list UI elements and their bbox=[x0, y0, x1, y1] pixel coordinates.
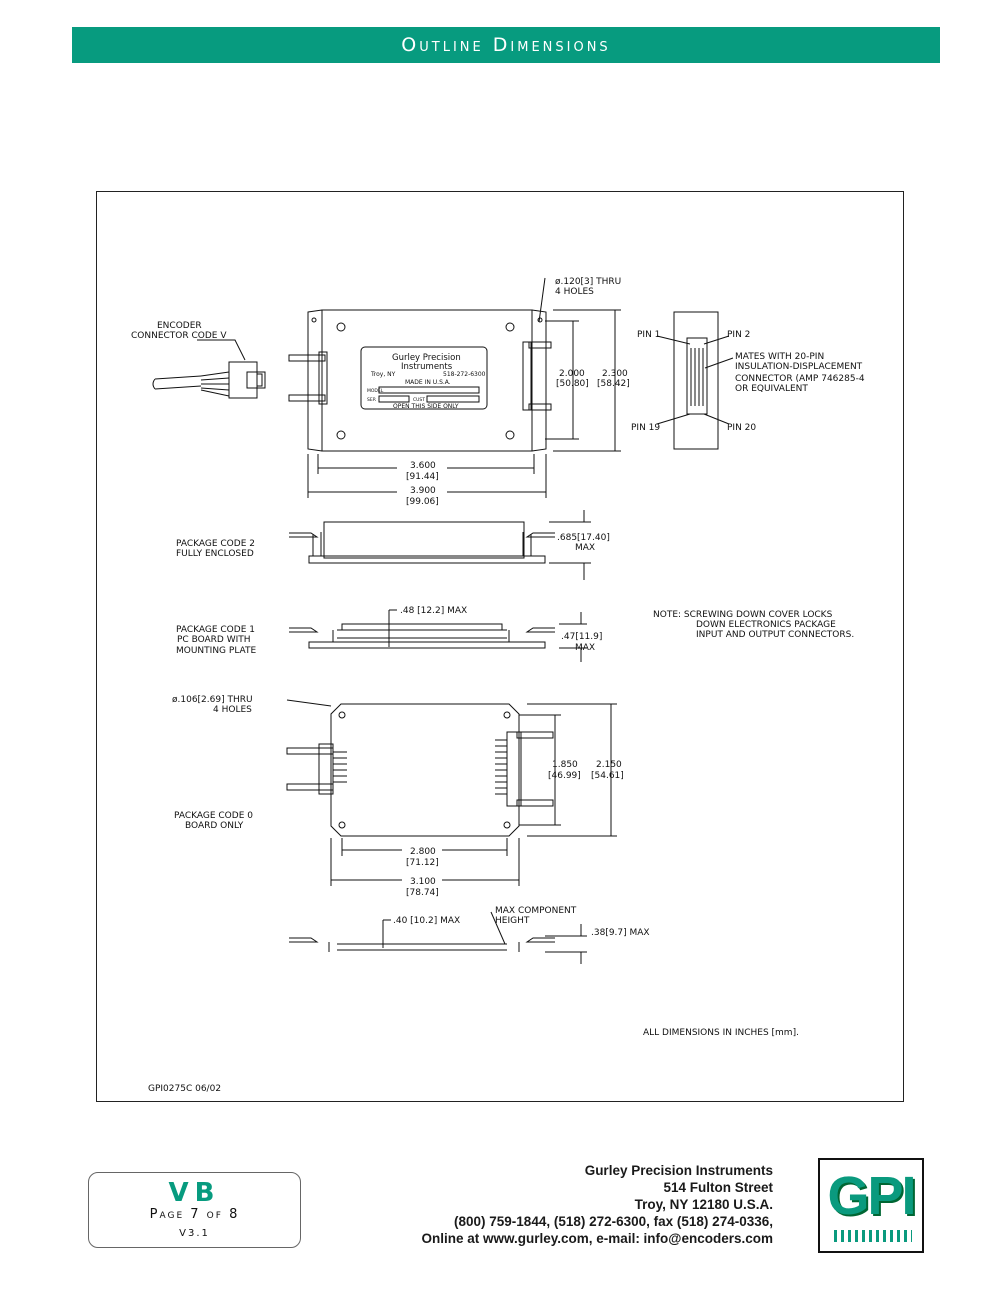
badge-page-number: Page 7 of 8 bbox=[149, 1207, 240, 1222]
company-city: Troy, NY 12180 U.S.A. bbox=[634, 1197, 773, 1212]
package-0-side-view bbox=[289, 911, 587, 964]
nameplate-made-in: MADE IN U.S.A. bbox=[405, 379, 451, 386]
dim-2000-mm: [50.80] bbox=[556, 379, 589, 389]
mates-line-3: CONNECTOR (AMP 746285-4 bbox=[735, 374, 865, 384]
package-1-side-view bbox=[289, 609, 587, 662]
company-street: 514 Fulton Street bbox=[663, 1180, 773, 1195]
dim-3900-mm: [99.06] bbox=[406, 497, 439, 507]
top-view-dims-horizontal bbox=[307, 454, 547, 498]
company-phones: (800) 759-1844, (518) 272-6300, fax (518… bbox=[454, 1214, 773, 1229]
outline-drawing: Gurley Precision Instruments Troy, NY 51… bbox=[96, 191, 904, 1102]
drawing-id: GPI0275C 06/02 bbox=[148, 1084, 221, 1094]
dim-3600: 3.600 bbox=[410, 461, 436, 471]
logo-bars bbox=[834, 1230, 912, 1242]
note-line-1: NOTE: SCREWING DOWN COVER LOCKS bbox=[653, 610, 833, 620]
package-1-dim-side: .47[11.9] bbox=[561, 632, 602, 642]
pin-2-label: PIN 2 bbox=[727, 330, 750, 340]
note-line-2: DOWN ELECTRONICS PACKAGE bbox=[696, 620, 836, 630]
badge-model: VB bbox=[168, 1178, 221, 1208]
hole-leader bbox=[538, 277, 546, 323]
model-badge: VB Page 7 of 8 V3.1 bbox=[88, 1172, 301, 1248]
page-header-bar: Outline Dimensions bbox=[72, 27, 940, 63]
nameplate-brand-1: Gurley Precision bbox=[392, 353, 461, 363]
package-0-hole-label-2: 4 HOLES bbox=[213, 705, 252, 715]
encoder-label-1: ENCODER bbox=[157, 321, 202, 331]
side-0-dim-top: .40 [10.2] MAX bbox=[393, 916, 460, 926]
company-online: Online at www.gurley.com, e-mail: info@e… bbox=[421, 1231, 773, 1246]
nameplate-phone: 518-272-6300 bbox=[443, 371, 486, 378]
drawing-canvas: Gurley Precision Instruments Troy, NY 51… bbox=[131, 277, 865, 1094]
dim-2800: 2.800 bbox=[410, 847, 436, 857]
dim-3900: 3.900 bbox=[410, 486, 436, 496]
company-name: Gurley Precision Instruments bbox=[584, 1163, 773, 1178]
package-2-label-2: FULLY ENCLOSED bbox=[176, 549, 254, 559]
dim-2150-mm: [54.61] bbox=[591, 771, 624, 781]
gpi-logo: GPI bbox=[818, 1158, 924, 1253]
package-2-dim: .685[17.40] bbox=[557, 533, 610, 543]
mates-line-2: INSULATION-DISPLACEMENT bbox=[735, 362, 863, 372]
hole-label-1: ø.120[3] THRU bbox=[555, 277, 621, 287]
nameplate-ser: SER bbox=[367, 397, 376, 403]
dim-3100-mm: [78.74] bbox=[406, 888, 439, 898]
mates-line-4: OR EQUIVALENT bbox=[735, 384, 808, 394]
nameplate-open: OPEN THIS SIDE ONLY bbox=[393, 403, 459, 410]
dim-1850-mm: [46.99] bbox=[548, 771, 581, 781]
pin-1-label: PIN 1 bbox=[637, 330, 660, 340]
company-contact: Gurley Precision Instruments 514 Fulton … bbox=[353, 1162, 773, 1247]
package-0-label-2: BOARD ONLY bbox=[185, 821, 244, 831]
encoder-connector bbox=[152, 339, 266, 399]
package-0-hole-label-1: ø.106[2.69] THRU bbox=[172, 695, 253, 705]
pin-20-label: PIN 20 bbox=[727, 423, 756, 433]
max-component-2: HEIGHT bbox=[495, 916, 530, 926]
package-1-label-1: PACKAGE CODE 1 bbox=[176, 625, 255, 635]
dim-2300: 2.300 bbox=[602, 369, 628, 379]
encoder-label-2: CONNECTOR CODE V bbox=[131, 331, 227, 341]
top-view-dims-vertical bbox=[545, 309, 621, 452]
nameplate-model: MODEL bbox=[367, 388, 384, 394]
nameplate-brand-2: Instruments bbox=[401, 362, 453, 372]
package-2-label-1: PACKAGE CODE 2 bbox=[176, 539, 255, 549]
nameplate-cust: CUST bbox=[413, 397, 425, 403]
package-0-label-1: PACKAGE CODE 0 bbox=[174, 811, 253, 821]
note-line-3: INPUT AND OUTPUT CONNECTORS. bbox=[696, 630, 854, 640]
hole-label-2: 4 HOLES bbox=[555, 287, 594, 297]
dim-2800-mm: [71.12] bbox=[406, 858, 439, 868]
package-2-dim-max: MAX bbox=[575, 543, 595, 553]
dim-2000: 2.000 bbox=[559, 369, 585, 379]
dim-3100: 3.100 bbox=[410, 877, 436, 887]
top-view-housing bbox=[288, 309, 552, 452]
package-1-dim-top: .48 [12.2] MAX bbox=[400, 606, 467, 616]
logo-text: GPI bbox=[827, 1166, 916, 1226]
nameplate-city: Troy, NY bbox=[370, 371, 396, 378]
mates-line-1: MATES WITH 20-PIN bbox=[735, 352, 824, 362]
side-0-dim-side: .38[9.7] MAX bbox=[591, 928, 650, 938]
dim-2300-mm: [58.42] bbox=[597, 379, 630, 389]
page-title: Outline Dimensions bbox=[401, 34, 611, 56]
max-component-1: MAX COMPONENT bbox=[495, 906, 577, 916]
package-1-label-3: MOUNTING PLATE bbox=[176, 646, 256, 656]
package-1-dim-side-max: MAX bbox=[575, 643, 595, 653]
package-0-board-view bbox=[286, 699, 617, 886]
dim-3600-mm: [91.44] bbox=[406, 472, 439, 482]
dim-1850: 1.850 bbox=[552, 760, 578, 770]
pin-19-label: PIN 19 bbox=[631, 423, 660, 433]
badge-version: V3.1 bbox=[179, 1228, 210, 1239]
all-dimensions-note: ALL DIMENSIONS IN INCHES [mm]. bbox=[643, 1028, 799, 1038]
pin-view bbox=[656, 311, 734, 450]
package-2-side-view bbox=[289, 510, 591, 580]
dim-2150: 2.150 bbox=[596, 760, 622, 770]
package-1-label-2: PC BOARD WITH bbox=[177, 635, 251, 645]
